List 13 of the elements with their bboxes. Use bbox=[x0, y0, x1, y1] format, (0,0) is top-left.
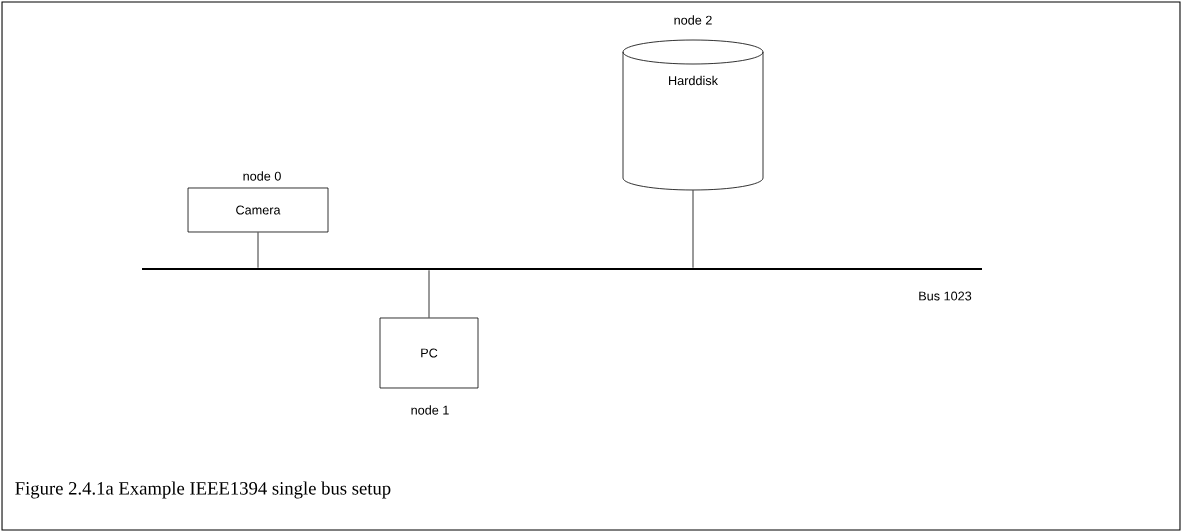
caption: Figure 2.4.1a Example IEEE1394 single bus setup bbox=[15, 481, 391, 499]
connector-line bbox=[257, 232, 259, 269]
bus-line bbox=[142, 268, 982, 270]
node-label: Harddisk bbox=[669, 75, 719, 86]
connector-line bbox=[428, 269, 430, 318]
device-box: Camera bbox=[187, 187, 329, 233]
device-box: PC bbox=[379, 317, 479, 389]
node-label: Bus 1023 bbox=[919, 291, 972, 301]
disk-cylinder: Harddisk bbox=[622, 39, 764, 191]
connector-line bbox=[692, 189, 694, 269]
node-label: node 2 bbox=[674, 15, 712, 25]
node-label: node 1 bbox=[411, 405, 449, 415]
node-label: node 0 bbox=[243, 171, 281, 181]
